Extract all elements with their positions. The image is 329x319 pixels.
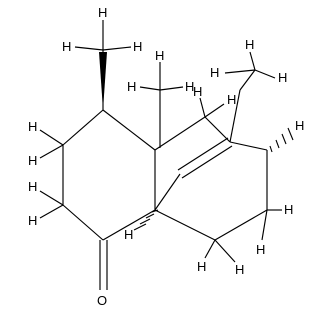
h-label-2: H	[62, 39, 71, 54]
bond-c7-h19	[214, 239, 236, 263]
h-label-7: H	[245, 37, 254, 52]
wedge-c1-methyl	[99, 52, 107, 110]
bond-c15-h11	[254, 69, 276, 79]
bond-c9-c11	[229, 141, 268, 151]
bond-c13-h3	[74, 46, 104, 51]
bond-c1-c2	[62, 109, 104, 146]
h-label-16: H	[124, 227, 133, 242]
h-label-19: H	[235, 262, 244, 277]
bond-c8-h21	[261, 209, 268, 241]
bond-c11-h12	[199, 97, 206, 118]
bond-c3-c4	[62, 204, 104, 241]
bond-c11-c9	[204, 116, 231, 143]
atom-labels: O H H H H H H H H H H H H H H H H H H H …	[28, 5, 304, 310]
h-label-15: H	[28, 213, 37, 228]
bond-c13-h5	[102, 46, 132, 51]
hash-c5-h	[133, 209, 159, 231]
bond-c7-h18	[204, 239, 216, 259]
h-label-4: H	[155, 48, 164, 63]
h-label-6: H	[185, 79, 194, 94]
h-label-1: H	[98, 5, 107, 20]
bond-c14-h8	[159, 86, 184, 91]
h-label-11: H	[227, 92, 236, 107]
bond-c2-h14	[39, 129, 64, 146]
h-label-12: H	[28, 119, 37, 134]
bond-c15-h9	[249, 51, 256, 71]
h-label-14: H	[28, 179, 37, 194]
h-label-8: H	[210, 65, 219, 80]
h-label-21: H	[256, 242, 265, 257]
bond-c2-h15	[39, 144, 64, 159]
h-label-18: H	[197, 259, 206, 274]
bond-c4-c5	[102, 209, 156, 241]
bond-c15-h10	[224, 69, 256, 74]
bond-c12-c15	[239, 69, 256, 91]
bond-c11-c6	[154, 116, 206, 151]
hash-c8-h	[269, 127, 294, 153]
h-label-9: H	[278, 70, 287, 85]
bond-c6-c1	[102, 109, 156, 151]
bond-c5-c7	[154, 209, 216, 241]
h-label-3: H	[133, 39, 142, 54]
bond-c14-h6	[139, 86, 161, 91]
ring-a-bonds	[62, 109, 156, 241]
bond-c7-c8	[214, 209, 268, 241]
carbonyl-double-bond	[99, 240, 108, 292]
hydrogen-bonds	[39, 20, 282, 263]
h-label-13: H	[28, 153, 37, 168]
bond-c9-c10-a	[177, 137, 229, 171]
bond-c9-c10-b	[181, 145, 233, 179]
bond-c11-h13	[204, 103, 225, 118]
bond-c12-c8	[229, 89, 241, 143]
bond-c3-h17	[39, 204, 64, 219]
h-label-17: H	[295, 118, 304, 133]
h-label-10: H	[193, 84, 202, 99]
oxygen-label-bg	[95, 290, 115, 310]
bond-c10-c5	[154, 173, 181, 211]
h-label-5: H	[127, 79, 136, 94]
bridged-ring-bonds	[154, 89, 268, 241]
h-label-20: H	[284, 202, 293, 217]
oxygen-label: O	[97, 293, 107, 308]
stereo-marks	[99, 52, 294, 231]
bond-c3-h16	[39, 190, 64, 206]
